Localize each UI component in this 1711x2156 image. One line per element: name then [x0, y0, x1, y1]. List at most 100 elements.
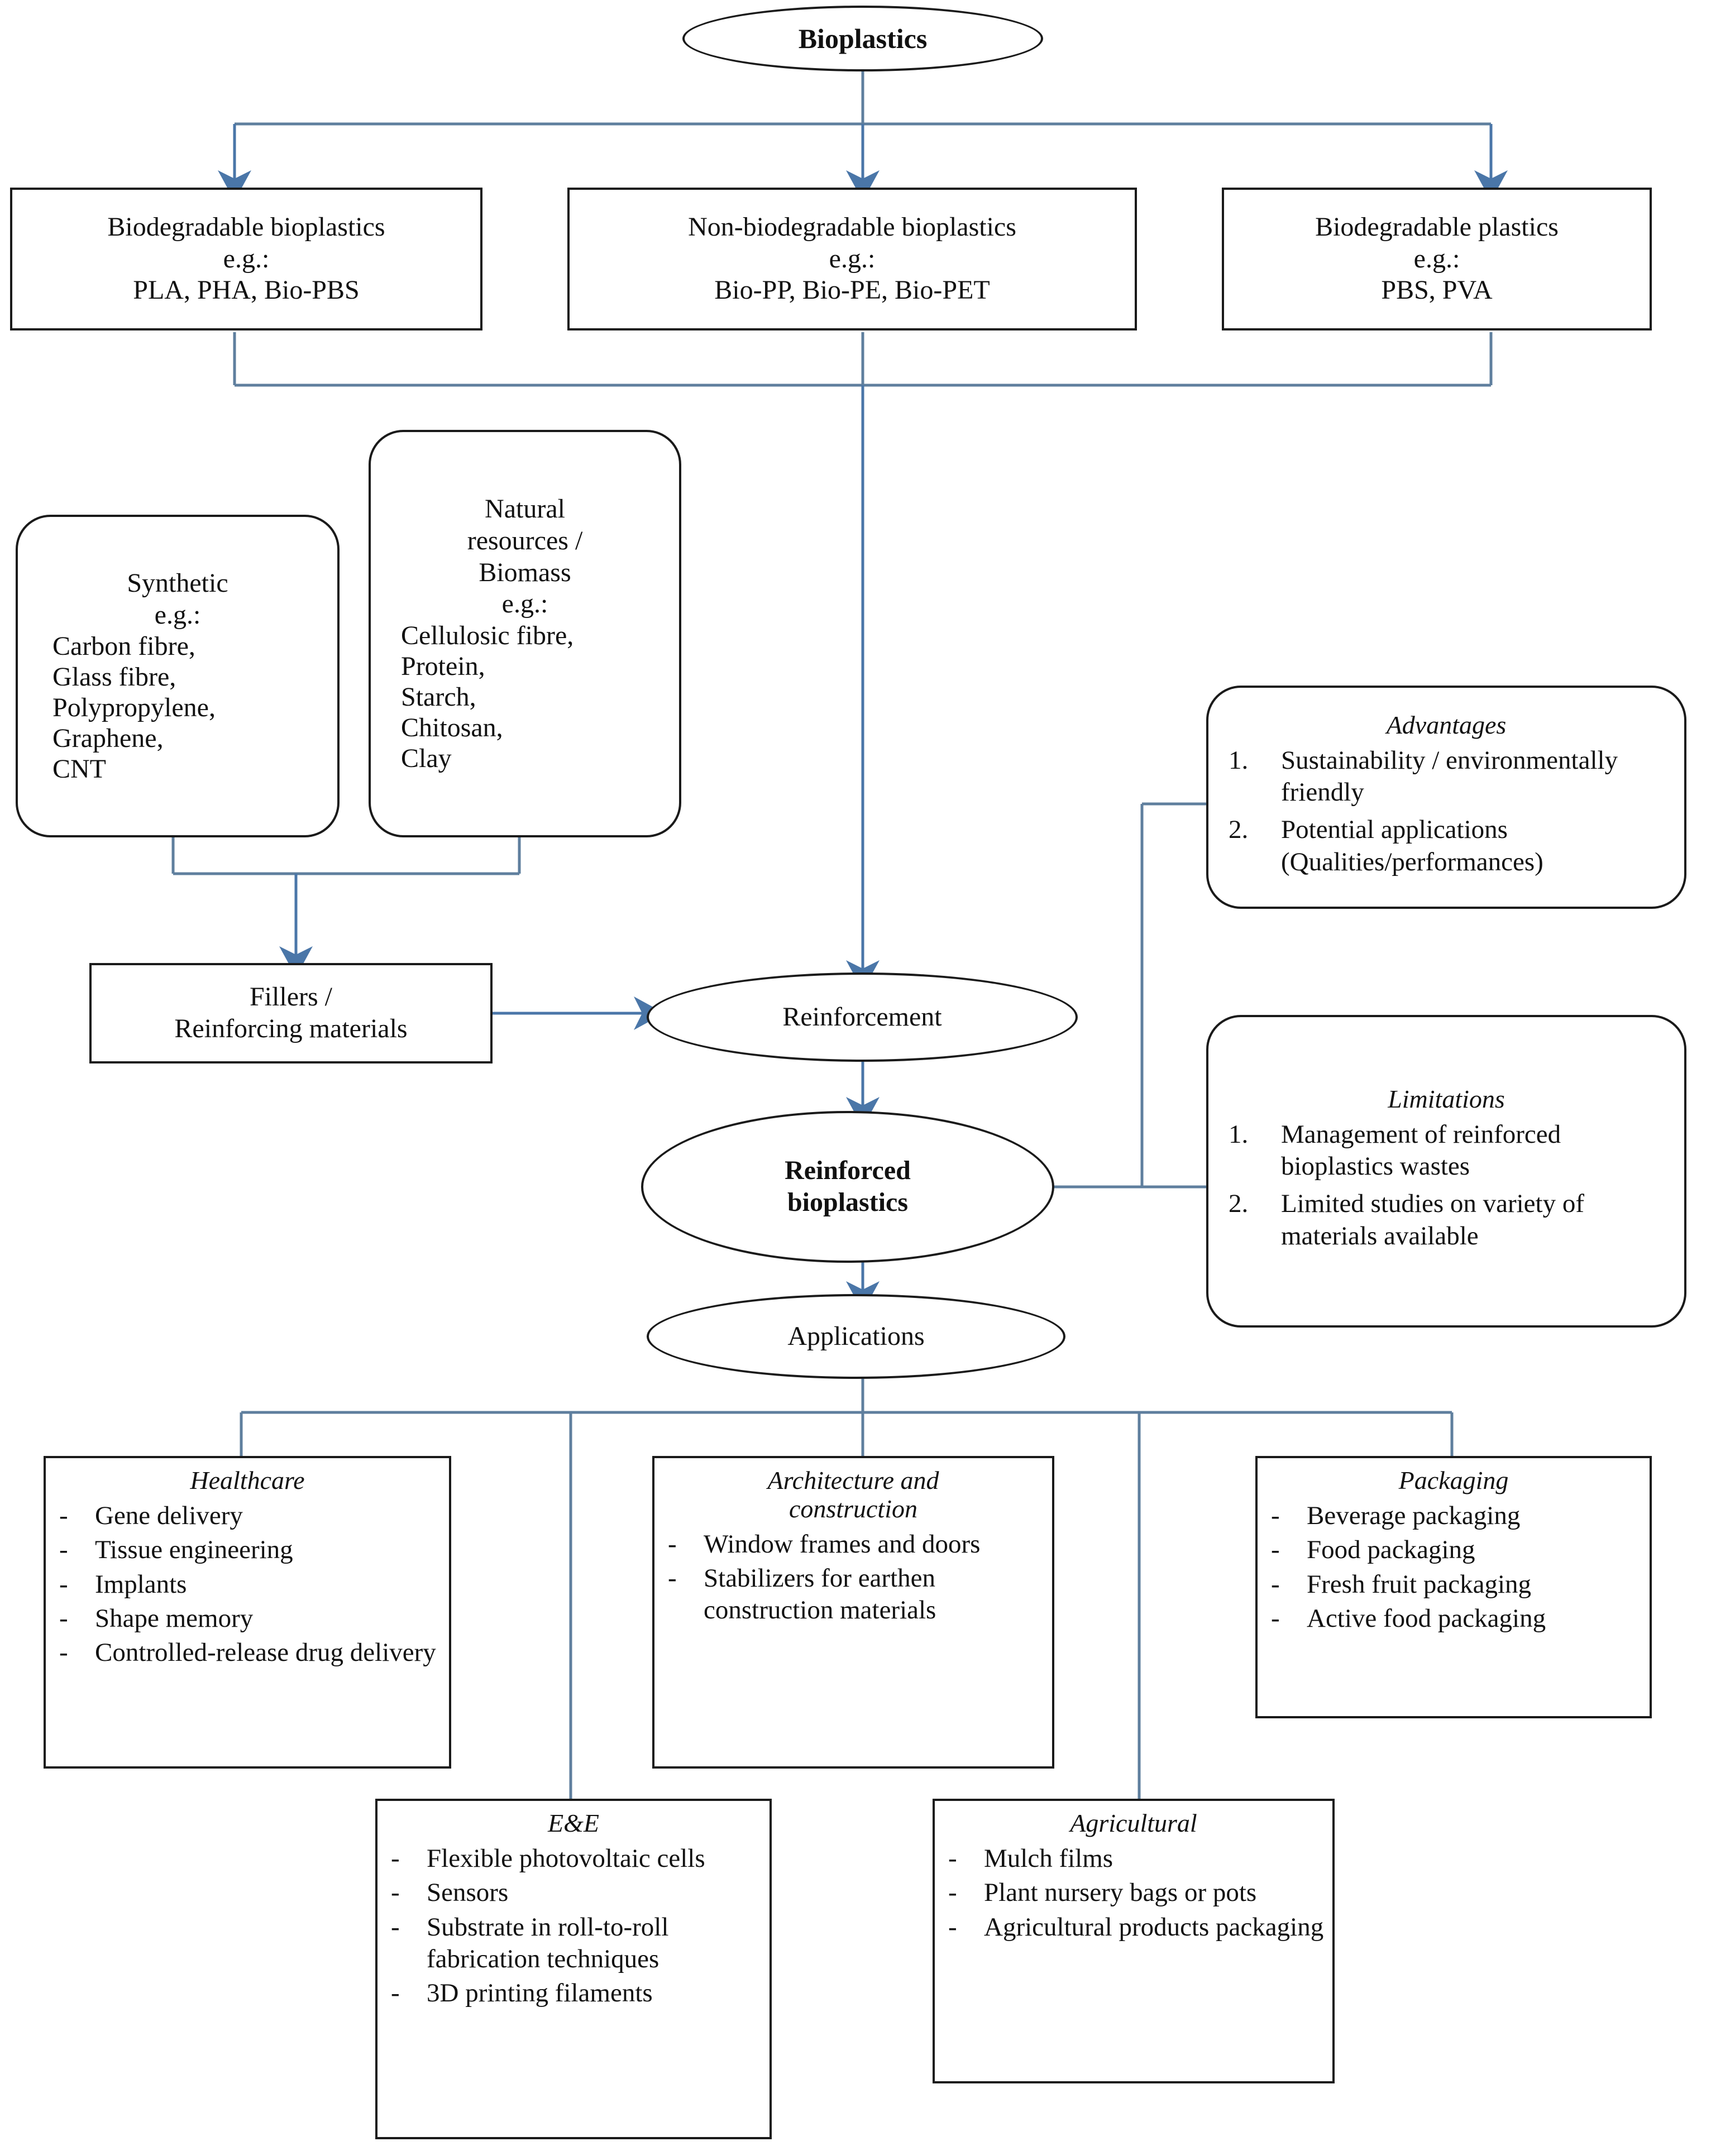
architecture-list: -Window frames and doors -Stabilizers fo…: [660, 1529, 1046, 1629]
node-biodegradable-plastics: Biodegradable plastics e.g.: PBS, PVA: [1222, 188, 1652, 330]
bullet-marker: -: [668, 1564, 677, 1593]
type-1-eg: e.g.:: [829, 243, 876, 274]
list-item-text: Food packaging: [1307, 1535, 1475, 1565]
list-item: -Stabilizers for earthen construction ma…: [660, 1563, 1046, 1627]
packaging-list: -Beverage packaging -Food packaging -Fre…: [1263, 1500, 1644, 1637]
node-application-ee: E&E -Flexible photovoltaic cells -Sensor…: [375, 1799, 772, 2139]
bullet-marker: -: [391, 1912, 400, 1942]
bullet-marker: -: [391, 1878, 400, 1908]
source-1-item: Cellulosic fibre,: [401, 620, 574, 650]
source-1-item: Starch,: [401, 682, 476, 712]
list-item: -Shape memory: [51, 1603, 443, 1635]
fillers-line2: Reinforcing materials: [174, 1014, 408, 1043]
source-1-name-line1: Natural: [485, 494, 565, 524]
node-natural-resources-sources: Natural resources / Biomass e.g.: Cellul…: [369, 430, 681, 837]
list-item: -Beverage packaging: [1263, 1500, 1644, 1532]
bullet-marker: -: [668, 1529, 677, 1559]
advantages-item-text: Potential applications (Qualities/perfor…: [1281, 815, 1543, 876]
type-0-eg: e.g.:: [223, 243, 270, 274]
source-0-eg: e.g.:: [154, 600, 201, 630]
type-0-examples: PLA, PHA, Bio-PBS: [133, 275, 360, 305]
node-reinforced-bioplastics: Reinforced bioplastics: [641, 1111, 1054, 1263]
fillers-line1: Fillers /: [249, 982, 332, 1012]
healthcare-title: Healthcare: [190, 1466, 305, 1494]
list-item-text: Flexible photovoltaic cells: [427, 1843, 705, 1873]
list-item-text: Stabilizers for earthen construction mat…: [704, 1564, 936, 1625]
bullet-marker: -: [391, 1843, 400, 1873]
source-1-eg: e.g.:: [501, 589, 548, 619]
bullet-marker: -: [1271, 1603, 1280, 1633]
advantages-title: Advantages: [1386, 710, 1507, 739]
bullet-marker: -: [948, 1878, 957, 1908]
type-0-name: Biodegradable bioplastics: [107, 212, 385, 242]
advantages-item-text: Sustainability / environmentally friendl…: [1281, 745, 1618, 807]
list-marker: 2.: [1229, 1189, 1249, 1219]
list-item-text: Gene delivery: [95, 1501, 243, 1530]
list-item-text: Agricultural products packaging: [984, 1912, 1324, 1942]
list-item-text: Sensors: [427, 1878, 509, 1908]
type-2-name: Biodegradable plastics: [1315, 212, 1559, 242]
list-item-text: Window frames and doors: [704, 1529, 981, 1559]
list-item-text: Substrate in roll-to-roll fabrication te…: [427, 1912, 669, 1973]
list-item: -Gene delivery: [51, 1500, 443, 1532]
bullet-marker: -: [1271, 1501, 1280, 1530]
list-marker: 1.: [1229, 745, 1249, 775]
advantages-item: 1. Sustainability / environmentally frien…: [1223, 745, 1670, 809]
list-item: -Substrate in roll-to-roll fabrication t…: [383, 1911, 764, 1976]
advantages-list: 1. Sustainability / environmentally frien…: [1223, 745, 1670, 884]
node-application-healthcare: Healthcare -Gene delivery -Tissue engine…: [44, 1456, 451, 1769]
bullet-marker: -: [59, 1535, 68, 1565]
node-biodegradable-bioplastics: Biodegradable bioplastics e.g.: PLA, PHA…: [10, 188, 482, 330]
source-1-item: Clay: [401, 743, 452, 773]
architecture-title-line2: construction: [789, 1494, 917, 1523]
limitations-item-text: Management of reinforced bioplastics was…: [1281, 1119, 1561, 1181]
bullet-marker: -: [59, 1638, 68, 1668]
list-item: -Agricultural products packaging: [940, 1911, 1327, 1943]
source-0-item: CNT: [52, 754, 106, 784]
list-item-text: Mulch films: [984, 1843, 1113, 1873]
node-fillers-reinforcing-materials: Fillers / Reinforcing materials: [89, 963, 493, 1063]
advantages-item: 2. Potential applications (Qualities/perf…: [1223, 814, 1670, 878]
list-item-text: Active food packaging: [1307, 1603, 1546, 1633]
list-item: -Sensors: [383, 1877, 764, 1909]
list-item: -Controlled-release drug delivery: [51, 1637, 443, 1669]
bullet-marker: -: [1271, 1569, 1280, 1599]
list-item: -Mulch films: [940, 1843, 1327, 1875]
bullet-marker: -: [948, 1912, 957, 1942]
agricultural-list: -Mulch films -Plant nursery bags or pots…: [940, 1843, 1327, 1946]
bullet-marker: -: [948, 1843, 957, 1873]
list-item: -Fresh fruit packaging: [1263, 1569, 1644, 1601]
reinforced-line1: Reinforced: [785, 1156, 911, 1186]
node-application-architecture-construction: Architecture and construction -Window fr…: [652, 1456, 1054, 1769]
node-bioplastics-label: Bioplastics: [798, 22, 928, 54]
reinforcement-label: Reinforcement: [782, 1002, 942, 1032]
bullet-marker: -: [59, 1501, 68, 1530]
source-0-item: Carbon fibre,: [52, 631, 195, 662]
list-marker: 2.: [1229, 815, 1249, 845]
list-item: -3D printing filaments: [383, 1977, 764, 2009]
type-1-name: Non-biodegradable bioplastics: [688, 212, 1016, 242]
limitations-title: Limitations: [1388, 1084, 1505, 1113]
list-item-text: 3D printing filaments: [427, 1978, 653, 2008]
list-item-text: Fresh fruit packaging: [1307, 1569, 1532, 1599]
source-0-item: Polypropylene,: [52, 693, 216, 723]
limitations-item: 1.Management of reinforced bioplastics w…: [1223, 1119, 1670, 1183]
applications-label: Applications: [787, 1321, 925, 1351]
ee-list: -Flexible photovoltaic cells -Sensors -S…: [383, 1843, 764, 2012]
node-application-agricultural: Agricultural -Mulch films -Plant nursery…: [933, 1799, 1335, 2083]
list-item: -Window frames and doors: [660, 1529, 1046, 1560]
type-1-examples: Bio-PP, Bio-PE, Bio-PET: [714, 275, 990, 305]
node-limitations: Limitations 1.Management of reinforced b…: [1206, 1015, 1686, 1328]
list-item: -Food packaging: [1263, 1534, 1644, 1566]
architecture-title-line1: Architecture and: [767, 1466, 939, 1494]
source-1-name-line2: resources /: [467, 525, 583, 555]
node-advantages: Advantages 1. Sustainability / environmen…: [1206, 686, 1686, 909]
limitations-list: 1.Management of reinforced bioplastics w…: [1223, 1119, 1670, 1258]
node-applications: Applications: [647, 1294, 1065, 1379]
list-item-text: Shape memory: [95, 1603, 254, 1633]
source-1-name-line3: Biomass: [479, 557, 571, 587]
list-item: -Implants: [51, 1569, 443, 1601]
node-bioplastics: Bioplastics: [682, 6, 1043, 71]
node-application-packaging: Packaging -Beverage packaging -Food pack…: [1255, 1456, 1652, 1718]
list-item: -Plant nursery bags or pots: [940, 1877, 1327, 1909]
